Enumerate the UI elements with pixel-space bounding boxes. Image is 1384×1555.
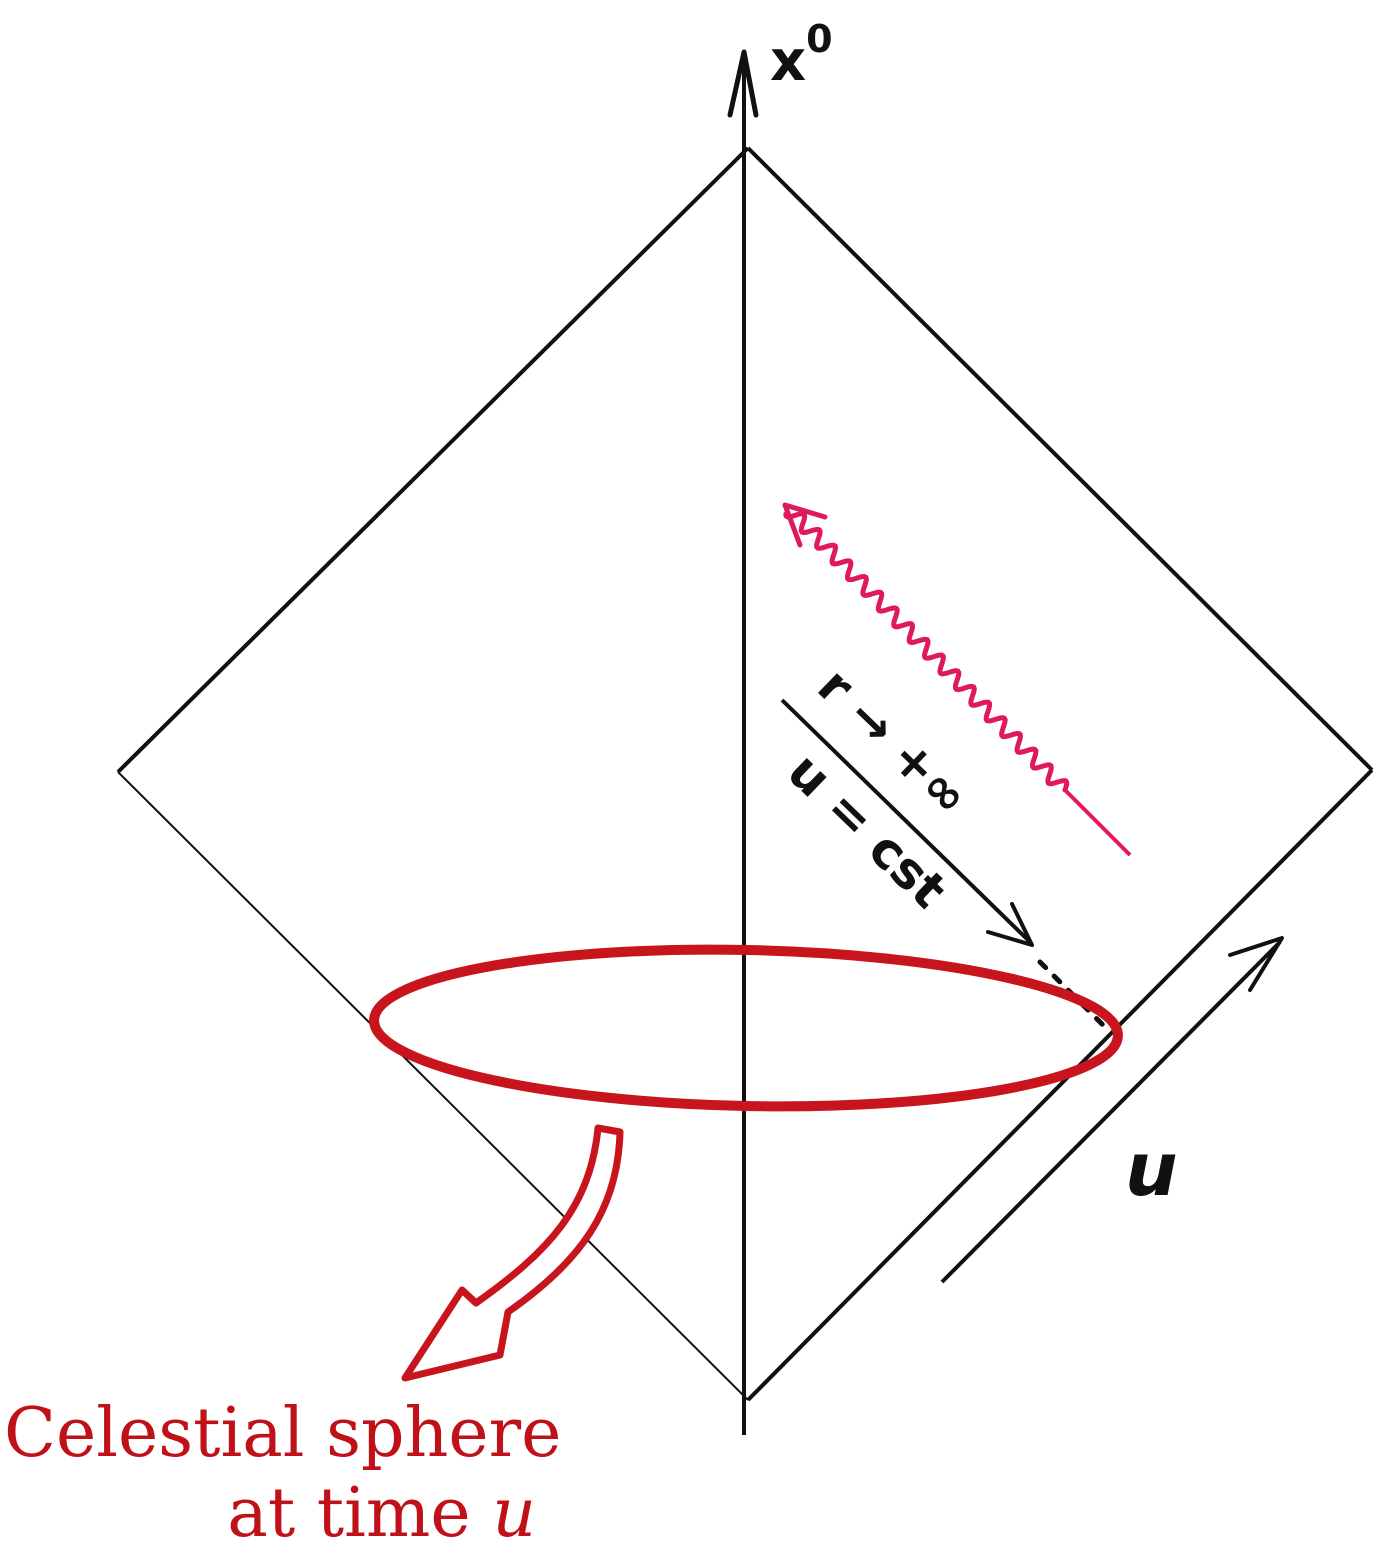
caption-time-variable: u [492,1474,536,1553]
caption-pointer-arrow [401,1124,624,1382]
u-constant-arrowhead [986,902,1034,947]
caption-celestial-sphere: Celestial sphere [4,1394,562,1473]
caption-at-time: at time u [227,1480,536,1548]
caption-at-time-prefix: at time [227,1474,493,1553]
u-axis-arrow [940,940,1282,1284]
diamond-upper-left-edge [116,146,750,774]
celestial-sphere-ellipse [369,944,1123,1112]
u-axis-arrowhead [1228,936,1284,992]
diamond-upper-right-edge [746,146,1374,772]
radiation-wave-arrowhead [782,502,828,548]
time-axis-label: x0 [770,17,833,94]
diamond-lower-left-edge [117,771,749,1401]
time-axis-arrowhead [727,49,759,118]
u-constant-line [780,698,1032,944]
scri-plus-edge [746,768,1374,1402]
u-axis-label: u [1125,1127,1178,1213]
radiation-wave [783,511,1070,793]
radiation-wave-tail [1063,788,1132,857]
